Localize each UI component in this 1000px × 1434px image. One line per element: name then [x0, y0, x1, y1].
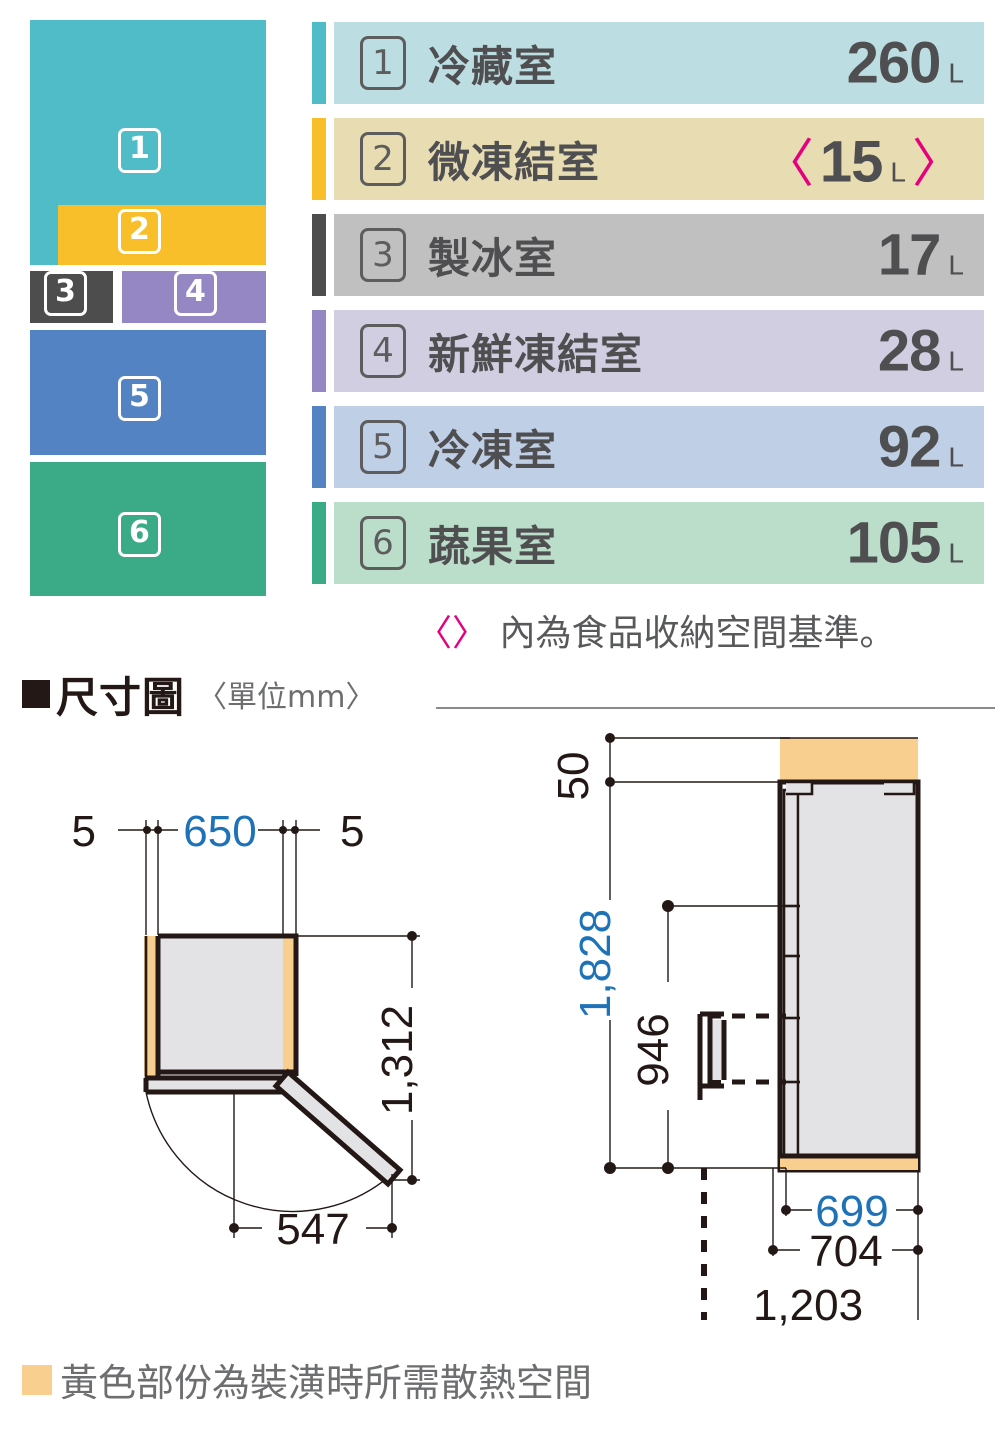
- capacity-row-name: 微凍結室: [428, 137, 601, 187]
- capacity-row-name: 製冰室: [428, 233, 558, 283]
- capacity-row-color-tab: [312, 22, 326, 104]
- schematic-compartment-6: 6: [30, 462, 266, 596]
- header-divider: [436, 707, 995, 709]
- schematic-label-3: 3: [44, 271, 87, 316]
- capacity-row-name: 冷藏室: [428, 41, 558, 91]
- dimension-unit-label: 〈單位mm〉: [197, 680, 376, 715]
- schematic-compartment-3: 3: [30, 271, 113, 323]
- capacity-row-color-tab: [312, 118, 326, 200]
- capacity-value-number: 15: [819, 129, 884, 195]
- footnote-bracket-left: 〈: [416, 613, 453, 654]
- capacity-footnote: 〈〉 內為食品收納空間基準。: [416, 604, 896, 656]
- top-view-depth-label: 1,312: [373, 1005, 422, 1115]
- fridge-schematic-diagram: 1 2 3 4 5 6: [30, 20, 266, 596]
- dimension-drawings-svg: .dl{stroke:#231815;stroke-width:1.6;fill…: [72, 733, 923, 1330]
- capacity-value-unit: L: [948, 57, 964, 89]
- capacity-row-number-badge: 3: [360, 228, 406, 282]
- capacity-value-number: 260: [846, 30, 942, 96]
- schematic-compartment-4: 4: [122, 271, 266, 323]
- capacity-row-name: 冷凍室: [428, 425, 558, 475]
- schematic-label-1: 1: [118, 128, 161, 173]
- top-view-width-label: 650: [183, 807, 256, 856]
- top-view-drawing: 5 650 5 1,312: [72, 807, 422, 1254]
- capacity-value-number: 17: [877, 222, 942, 288]
- capacity-row-number-badge: 5: [360, 420, 406, 474]
- top-view-swing-label: 547: [276, 1205, 349, 1254]
- footnote-text: 內為食品收納空間基準。: [499, 613, 896, 654]
- footnote-bracket-right: 〉: [452, 613, 489, 654]
- capacity-value-number: 28: [877, 318, 942, 384]
- schematic-label-4: 4: [174, 271, 217, 316]
- capacity-row-color-tab: [312, 502, 326, 584]
- side-view-drawer-height-label: 946: [629, 1013, 678, 1086]
- capacity-row-color-tab: [312, 214, 326, 296]
- schematic-label-6: 6: [118, 512, 161, 557]
- side-view-total-depth-label: 704: [809, 1227, 882, 1276]
- dimension-section-header: 尺寸圖 〈單位mm〉: [22, 668, 376, 722]
- capacity-value-bracket-left: 〈: [761, 135, 814, 194]
- top-view-left-gap-label: 5: [72, 807, 96, 856]
- side-view-top-clearance-label: 50: [549, 752, 598, 801]
- square-bullet-icon: [22, 680, 50, 708]
- side-view-height-label: 1,828: [571, 909, 620, 1019]
- capacity-row-color-tab: [312, 406, 326, 488]
- capacity-row-number-badge: 4: [360, 324, 406, 378]
- schematic-label-5: 5: [118, 376, 161, 421]
- dimension-title: 尺寸圖: [56, 672, 186, 722]
- side-view-open-depth-label: 1,203: [753, 1281, 863, 1330]
- schematic-compartment-5: 5: [30, 330, 266, 455]
- capacity-row-number-badge: 2: [360, 132, 406, 186]
- side-view-drawing: 50: [549, 733, 923, 1330]
- dimension-drawings: .dl{stroke:#231815;stroke-width:1.6;fill…: [0, 720, 1000, 1340]
- top-view-right-gap-label: 5: [340, 807, 364, 856]
- capacity-value-bracket-right: 〉: [911, 135, 964, 194]
- capacity-value-unit: L: [890, 156, 906, 188]
- capacity-row-name: 蔬果室: [428, 521, 558, 571]
- capacity-value-unit: L: [948, 345, 964, 377]
- capacity-row-number-badge: 6: [360, 516, 406, 570]
- capacity-value-unit: L: [948, 441, 964, 473]
- capacity-row-color-tab: [312, 310, 326, 392]
- side-view-body-depth-label: 699: [815, 1187, 888, 1236]
- capacity-row-name: 新鮮凍結室: [428, 329, 644, 379]
- legend-color-swatch: [22, 1364, 52, 1395]
- capacity-value-number: 105: [846, 510, 942, 576]
- capacity-row-number-badge: 1: [360, 36, 406, 90]
- capacity-value-unit: L: [948, 249, 964, 281]
- capacity-value-unit: L: [948, 537, 964, 569]
- schematic-label-2: 2: [118, 209, 161, 254]
- heat-space-legend: 黃色部份為裝潢時所需散熱空間: [22, 1352, 592, 1407]
- schematic-compartment-2: 2: [58, 205, 266, 265]
- capacity-value-number: 92: [877, 414, 942, 480]
- legend-text: 黃色部份為裝潢時所需散熱空間: [60, 1361, 593, 1405]
